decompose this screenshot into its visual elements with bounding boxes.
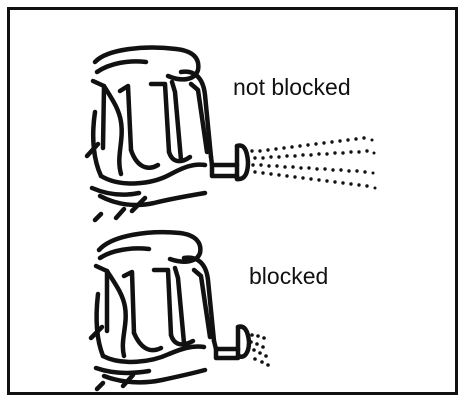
inhaler-hand-drip-icon [91,232,249,389]
spray-dots [250,136,376,189]
drip-dots [249,333,270,367]
blocked-label: blocked [249,265,328,288]
not-blocked-label: not blocked [233,76,351,99]
inhaler-hand-spray-icon [87,48,248,220]
